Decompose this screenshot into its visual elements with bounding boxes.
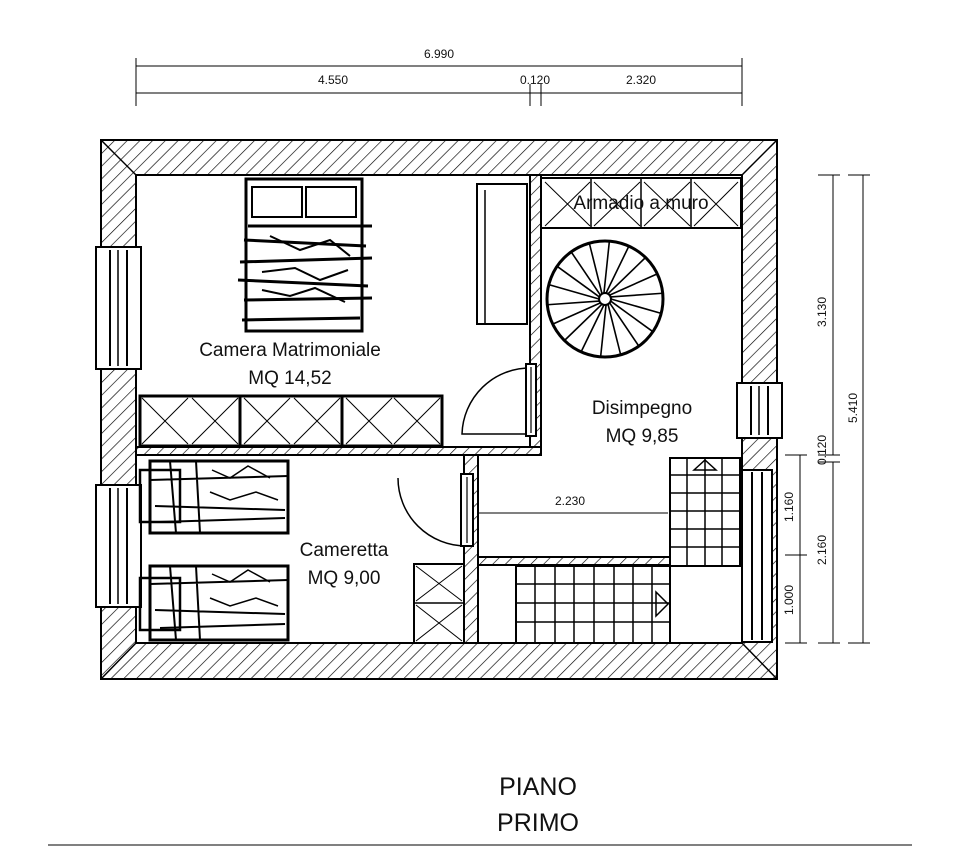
dim-total-width: 6.990 [424, 47, 454, 61]
spiral-tread [588, 242, 603, 294]
dim-right-width: 2.320 [626, 73, 656, 87]
dim-lower-height: 2.160 [815, 535, 829, 565]
master-room-area: MQ 14,52 [248, 368, 331, 389]
dim-window-height: 1.160 [782, 492, 796, 522]
spiral-tread [547, 300, 600, 306]
spiral-tread [556, 265, 600, 298]
staircase-lower [515, 565, 671, 644]
spiral-tread [610, 292, 663, 298]
hall-room-area: MQ 9,85 [606, 426, 679, 447]
dim-corridor-width: 2.230 [555, 494, 585, 508]
staircase-upper [669, 457, 741, 567]
spiral-tread [580, 304, 605, 353]
spiral-tread [548, 283, 600, 300]
single-bed-upper [138, 459, 290, 535]
dim-left-width: 4.550 [318, 73, 348, 87]
master-room-name: Camera Matrimoniale [199, 340, 381, 361]
spiral-tread [607, 256, 647, 295]
dim-total-height: 5.410 [846, 393, 860, 423]
small-room-area: MQ 9,00 [308, 568, 381, 589]
plan-title-line2: PRIMO [497, 809, 579, 837]
dim-upper-height: 3.130 [815, 297, 829, 327]
spiral-tread [610, 298, 662, 315]
wardrobe-label: Armadio a muro [573, 193, 708, 214]
corridor-dimension: 2.230 [478, 494, 668, 514]
spiral-tread [608, 302, 640, 347]
spiral-tread [610, 300, 654, 333]
hall-room-name: Disimpegno [592, 398, 692, 419]
wardrobe-small [413, 563, 465, 644]
spiral-tread [570, 251, 602, 296]
dim-wall-right: 0.120 [815, 435, 829, 465]
doors [397, 363, 537, 547]
dim-bottom-height: 1.000 [782, 585, 796, 615]
spiral-tread [603, 241, 611, 294]
double-bed [237, 177, 373, 333]
top-dimensions: 6.990 4.550 0.120 2.320 [135, 47, 743, 106]
built-in-wardrobe-hall: Armadio a muro [540, 177, 742, 229]
single-bed-lower [138, 564, 290, 642]
spiral-tread [607, 304, 622, 356]
spiral-tread [599, 304, 607, 357]
spiral-staircase [545, 239, 665, 359]
spiral-tread [552, 302, 601, 325]
dim-wall-mid: 0.120 [520, 73, 550, 87]
right-dimensions: 3.130 5.410 0.120 1.160 2.160 1.000 [782, 174, 870, 644]
spiral-tread [609, 273, 658, 296]
windows [95, 246, 783, 643]
spiral-tread [605, 245, 630, 294]
plan-title-line1: PIANO [499, 773, 577, 801]
spiral-tread [563, 303, 603, 342]
built-in-wardrobe-master [138, 394, 444, 448]
small-room-name: Cameretta [300, 540, 389, 561]
